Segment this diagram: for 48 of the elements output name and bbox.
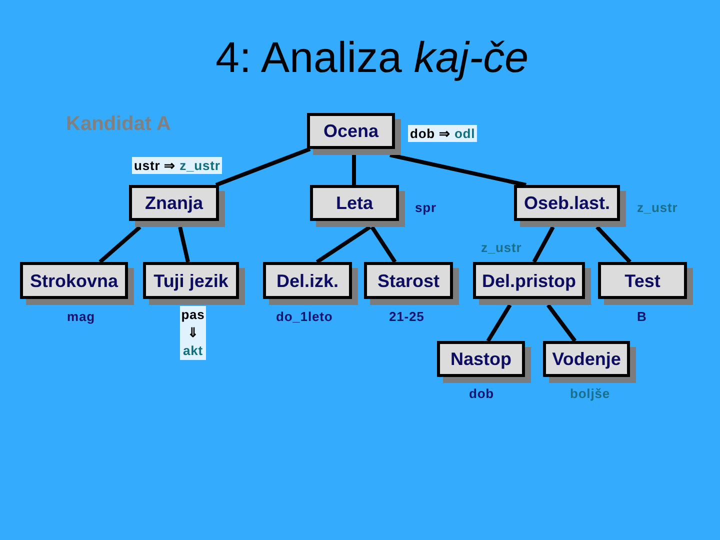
tree-node-box	[543, 341, 636, 383]
tree-edge	[352, 155, 356, 185]
tree-edge	[390, 153, 526, 187]
tree-edge	[178, 226, 190, 262]
value-label: boljše	[570, 386, 610, 401]
tree-node-box	[437, 341, 531, 383]
candidate-label: Kandidat A	[66, 112, 171, 136]
value-label: dob	[469, 386, 494, 401]
tree-node-box	[364, 262, 459, 305]
node-label: Oseb.last.	[524, 193, 610, 213]
node-label: Nastop	[450, 349, 512, 369]
node-label: Del.izk.	[276, 270, 339, 290]
tree-node-box	[598, 262, 693, 305]
value-label: z_ustr	[481, 240, 522, 255]
node-label: Vodenje	[552, 349, 621, 369]
tree-edge	[370, 226, 397, 264]
tree-edge	[546, 304, 577, 342]
node-label: Del.pristop	[482, 270, 576, 290]
node-label: Strokovna	[30, 270, 118, 290]
value-change-label: dob ⇒ odl	[408, 125, 478, 142]
value-label: do_1leto	[276, 309, 333, 324]
node-label: Starost	[377, 270, 440, 290]
value-change-label: ustr ⇒ z_ustr	[132, 157, 222, 174]
value-label: 21-25	[389, 309, 424, 324]
tree-edge	[98, 226, 142, 264]
title: 4: Analiza kaj-če	[214, 33, 530, 83]
node-label: Ocena	[323, 121, 379, 141]
node-label: Leta	[336, 193, 373, 213]
tree-edge	[532, 226, 555, 263]
tree-node-box	[310, 185, 405, 227]
tree-node-box	[263, 262, 358, 305]
node-label: Test	[624, 270, 660, 290]
value-label: mag	[67, 309, 95, 324]
tree-node-box	[307, 113, 401, 155]
tree-node-box	[129, 185, 225, 227]
tree-node-box	[514, 185, 626, 227]
value-label: spr	[415, 200, 436, 215]
tree-node-box	[143, 262, 245, 305]
tree-edge	[486, 304, 512, 342]
value-change-label: pas ⇓ akt	[180, 306, 206, 360]
node-label: Znanja	[144, 193, 203, 213]
tree-edge	[596, 226, 632, 264]
value-label: B	[637, 309, 647, 324]
node-label: Tuji jezik	[154, 270, 228, 290]
tree-node-box	[473, 262, 591, 305]
value-label: z_ustr	[637, 200, 678, 215]
tree-edge	[316, 225, 372, 264]
tree-node-box	[20, 262, 134, 305]
